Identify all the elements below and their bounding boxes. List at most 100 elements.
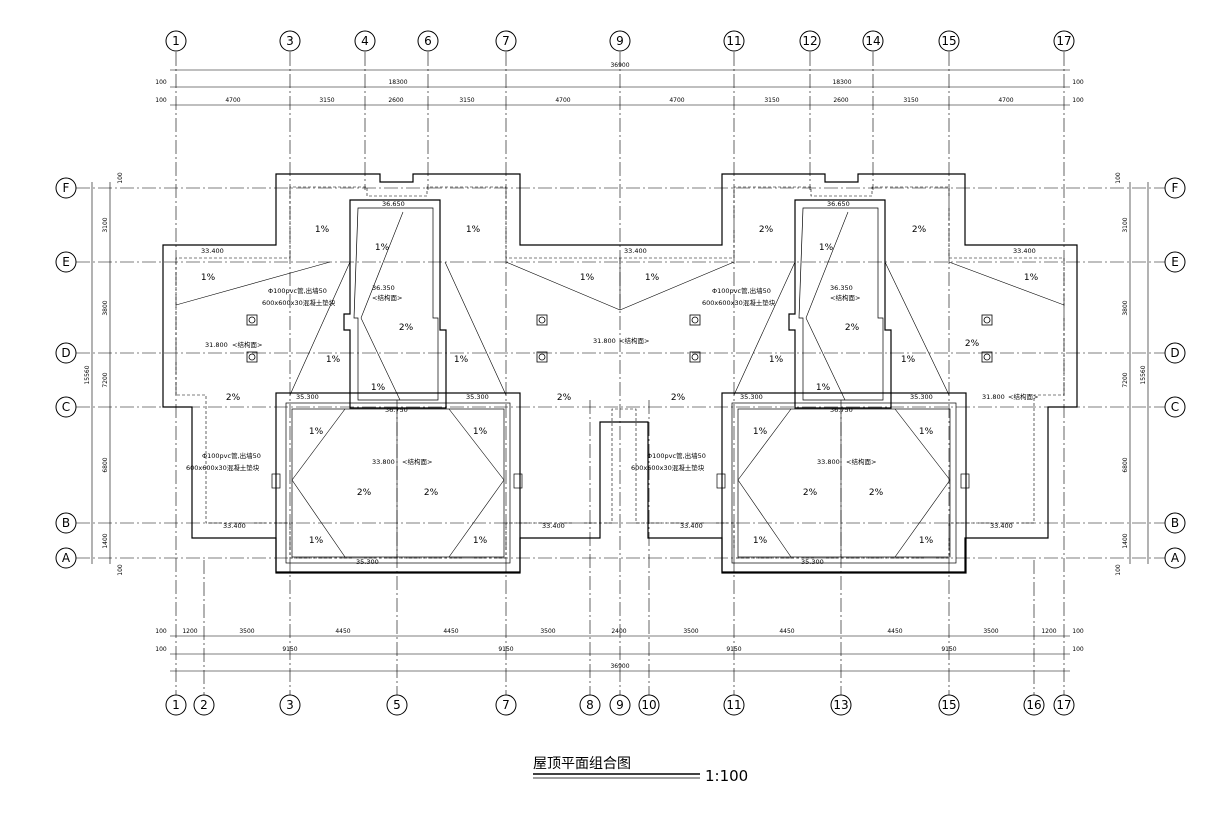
slope-label: 2%	[965, 339, 980, 349]
slope-label: 1%	[309, 536, 324, 546]
dim-bot-seg-7: 4450	[779, 628, 794, 635]
drain-3	[536, 314, 548, 326]
dim-bot-edge-r2: 100	[1072, 646, 1084, 653]
elev-label: 31.800	[205, 341, 228, 349]
dim-left-seg-4: 6800	[102, 457, 109, 472]
slope-label: 2%	[912, 225, 927, 235]
axis-left-B: B	[62, 516, 70, 530]
slope-label: 1%	[919, 536, 934, 546]
dim-top-edge-r2: 100	[1072, 97, 1084, 104]
elev-label: 36.750	[830, 406, 853, 414]
slope-label: 2%	[399, 323, 414, 333]
dim-top-overall: 36900	[610, 62, 629, 69]
slope-label: 1%	[753, 427, 768, 437]
axis-bubbles-left: F E D C B A	[55, 177, 77, 569]
drain-4	[536, 351, 548, 363]
elev-label: 33.400	[1013, 247, 1036, 255]
axis-top-4: 4	[361, 34, 369, 48]
dim-bot-edge-l1: 100	[155, 628, 167, 635]
slope-label: 1%	[473, 536, 488, 546]
dim-right-seg-0: 100	[1115, 172, 1122, 184]
slope-label: 2%	[424, 488, 439, 498]
slope-label: 2%	[226, 393, 241, 403]
base-note: 600x600x30混凝土垫块	[631, 463, 705, 472]
pipe-notes: Φ100pvc管,出墙50 600x600x30混凝土垫块 Φ100pvc管,出…	[186, 286, 776, 472]
elev-label: 36.750	[385, 406, 408, 414]
slope-label: 2%	[557, 393, 572, 403]
axis-right-F: F	[1172, 181, 1179, 195]
slope-label: 1%	[919, 427, 934, 437]
dim-bot-seg-8: 4450	[887, 628, 902, 635]
slope-labels: 1% 1% 1% 2% 1% 1% 1% 2% 1% 1% 1% 2% 2% 2…	[201, 225, 1039, 546]
dim-bot-seg-1: 3500	[239, 628, 254, 635]
dim-left-total: 15560	[84, 365, 91, 384]
dim-top-seg-5: 4700	[669, 97, 684, 104]
slope-label: 1%	[1024, 273, 1039, 283]
drain-1	[246, 314, 258, 326]
dim-bot-group-3: 9150	[941, 646, 956, 653]
slope-label: 1%	[466, 225, 481, 235]
elev-label: 35.300	[801, 558, 824, 566]
axis-right-E: E	[1171, 255, 1179, 269]
dim-top-seg-9: 4700	[998, 97, 1013, 104]
elevation-marks: 36.650 36.650 33.400 33.400 33.400 36.35…	[201, 200, 1038, 566]
dim-top-seg-8: 3150	[903, 97, 918, 104]
elev-label: 33.400	[223, 522, 246, 530]
axis-bottom-5: 5	[393, 698, 401, 712]
slope-label: 1%	[819, 243, 834, 253]
dim-bot-group-1: 9150	[498, 646, 513, 653]
left-stair-tower	[343, 199, 447, 409]
elev-label: 33.800	[817, 458, 840, 466]
slope-label: 2%	[845, 323, 860, 333]
dim-bot-group-0: 9150	[282, 646, 297, 653]
dim-bot-seg-6: 3500	[683, 628, 698, 635]
slope-label: 2%	[357, 488, 372, 498]
dim-top-seg-3: 3150	[459, 97, 474, 104]
axis-top-11: 11	[726, 34, 741, 48]
horizontal-grid-lines	[76, 187, 1165, 559]
parapet-inner-line	[175, 186, 1065, 559]
pipe-note: Φ100pvc管,出墙50	[647, 451, 706, 460]
axis-bubbles-bottom: 1 2 3 5 7 8 9 10 11 13 15 16 17	[165, 694, 1075, 716]
axis-bottom-10: 10	[641, 698, 656, 712]
elev-label: 35.300	[910, 393, 933, 401]
left-roof-block	[271, 392, 523, 574]
dim-bot-overall: 36900	[610, 663, 629, 670]
elev-label: 36.650	[827, 200, 850, 208]
drawing-scale: 1:100	[705, 767, 748, 785]
axis-top-7: 7	[502, 34, 510, 48]
elev-label: 31.800	[982, 393, 1005, 401]
base-note: 600x600x30混凝土垫块	[186, 463, 260, 472]
dim-left-seg-5: 1400	[102, 533, 109, 548]
dim-top-edge-r1: 100	[1072, 79, 1084, 86]
elev-label: 36.650	[382, 200, 405, 208]
dim-right-seg-2: 3800	[1122, 300, 1129, 315]
top-dimensions: 36900 18300 18300 4700 3150 2600 3150 47…	[155, 62, 1084, 106]
axis-bottom-1: 1	[172, 698, 180, 712]
dim-top-seg-1: 3150	[319, 97, 334, 104]
slope-label: 1%	[769, 355, 784, 365]
elev-label: 35.300	[356, 558, 379, 566]
pipe-note: Φ100pvc管,出墙50	[712, 286, 771, 295]
dim-right-total: 15560	[1140, 365, 1147, 384]
dim-top-half-left: 18300	[388, 79, 407, 86]
slope-label: 1%	[901, 355, 916, 365]
axis-top-17: 17	[1056, 34, 1071, 48]
elev-label: 35.300	[466, 393, 489, 401]
slope-label: 2%	[671, 393, 686, 403]
axis-left-C: C	[62, 400, 70, 414]
dim-top-edge-l1: 100	[155, 79, 167, 86]
base-note: 600x600x30混凝土垫块	[262, 298, 336, 307]
elev-label: 33.400	[542, 522, 565, 530]
axis-bottom-11: 11	[726, 698, 741, 712]
slope-label: 2%	[803, 488, 818, 498]
elev-label: 36.350	[830, 284, 853, 292]
dim-top-seg-7: 2600	[833, 97, 848, 104]
vertical-grid-lines	[175, 52, 1065, 695]
dim-right-seg-6: 100	[1115, 564, 1122, 576]
elev-label: 33.400	[624, 247, 647, 255]
dim-left-seg-3: 7200	[102, 372, 109, 387]
axis-right-B: B	[1171, 516, 1179, 530]
slope-label: 1%	[315, 225, 330, 235]
roof-ridge-lines	[175, 258, 1065, 396]
